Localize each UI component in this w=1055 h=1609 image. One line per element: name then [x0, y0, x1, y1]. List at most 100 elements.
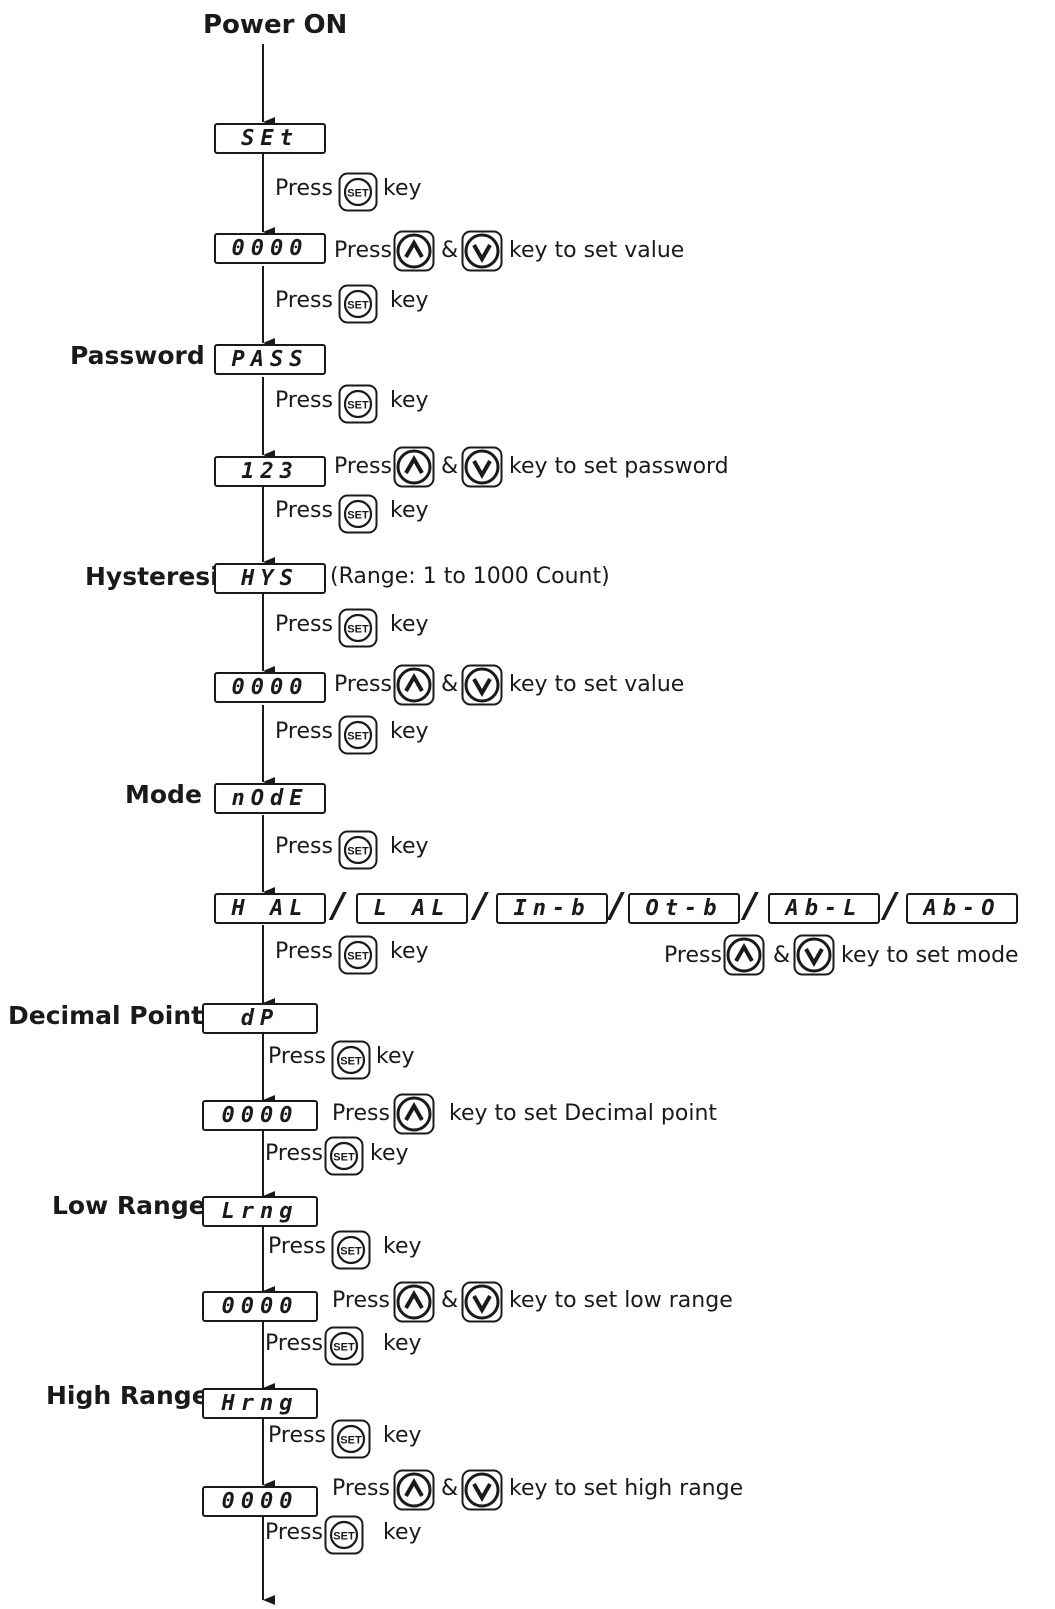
- down-key-icon: [793, 934, 835, 980]
- set-mode-text: key to set mode: [841, 943, 1019, 968]
- high-range-label: High Range: [46, 1381, 209, 1410]
- press-text: Press: [332, 1101, 390, 1126]
- set-key-icon: SET: [331, 1040, 371, 1084]
- down-key-icon: [461, 446, 503, 492]
- up-key-icon: [393, 446, 435, 492]
- press-text: Press: [275, 176, 333, 201]
- up-key-icon: [393, 1093, 435, 1139]
- display-dp: dP: [202, 1003, 318, 1034]
- up-key-icon: [393, 664, 435, 710]
- svg-text:SET: SET: [347, 300, 369, 312]
- display-value-1: 0000: [214, 233, 326, 264]
- svg-text:SET: SET: [347, 846, 369, 858]
- mode-label: Mode: [125, 780, 202, 809]
- key-text: key: [383, 1331, 422, 1356]
- down-key-icon: [461, 1469, 503, 1515]
- key-text: key: [376, 1044, 415, 1069]
- display-value-dp: 0000: [202, 1100, 318, 1131]
- press-text: Press: [275, 388, 333, 413]
- slash: /: [884, 886, 897, 926]
- set-key-icon: SET: [324, 1136, 364, 1180]
- set-key-icon: SET: [338, 935, 378, 979]
- display-password-value: 123: [214, 456, 326, 487]
- set-decimal-text: key to set Decimal point: [449, 1101, 718, 1126]
- amp-text: &: [441, 238, 459, 263]
- svg-text:SET: SET: [340, 1056, 362, 1068]
- svg-text:SET: SET: [340, 1435, 362, 1447]
- up-key-icon: [393, 1281, 435, 1327]
- press-text: Press: [265, 1141, 323, 1166]
- key-text: key: [383, 1234, 422, 1259]
- set-key-icon: SET: [331, 1419, 371, 1463]
- display-value-2: 0000: [214, 672, 326, 703]
- slash: /: [474, 886, 487, 926]
- press-text: Press: [275, 288, 333, 313]
- up-key-icon: [723, 934, 765, 980]
- set-key-icon: SET: [324, 1326, 364, 1370]
- display-value-low: 0000: [202, 1291, 318, 1322]
- slash: /: [610, 886, 623, 926]
- press-text: Press: [275, 498, 333, 523]
- display-pass: PASS: [214, 344, 326, 375]
- password-label: Password: [70, 341, 205, 370]
- slash: /: [744, 886, 757, 926]
- key-text: key: [390, 719, 429, 744]
- press-text: Press: [332, 1288, 390, 1313]
- press-text: Press: [334, 454, 392, 479]
- press-text: Press: [265, 1331, 323, 1356]
- display-mode: nOdE: [214, 783, 326, 814]
- range-note: (Range: 1 to 1000 Count): [330, 564, 610, 589]
- power-on-label: Power ON: [203, 10, 348, 40]
- amp-text: &: [441, 454, 459, 479]
- set-key-icon: SET: [338, 715, 378, 759]
- press-text: Press: [268, 1044, 326, 1069]
- set-key-icon: SET: [338, 172, 378, 216]
- key-text: key: [390, 834, 429, 859]
- set-key-icon: SET: [331, 1230, 371, 1274]
- amp-text: &: [441, 1288, 459, 1313]
- set-high-text: key to set high range: [509, 1476, 744, 1501]
- key-text: key: [390, 939, 429, 964]
- press-text: Press: [275, 612, 333, 637]
- svg-text:SET: SET: [347, 731, 369, 743]
- display-hrng: Hrng: [202, 1388, 318, 1419]
- set-key-icon: SET: [324, 1515, 364, 1559]
- low-range-label: Low Range: [52, 1191, 206, 1220]
- mode-option-hal: H AL: [214, 893, 326, 924]
- svg-text:SET: SET: [340, 1246, 362, 1258]
- set-key-icon: SET: [338, 494, 378, 538]
- set-low-text: key to set low range: [509, 1288, 733, 1313]
- press-text: Press: [268, 1423, 326, 1448]
- set-key-icon: SET: [338, 830, 378, 874]
- press-text: Press: [268, 1234, 326, 1259]
- press-text: Press: [664, 943, 722, 968]
- hysteresis-label: Hysteresis: [85, 562, 234, 591]
- set-key-icon: SET: [338, 384, 378, 428]
- amp-text: &: [773, 943, 791, 968]
- mode-option-abl: Ab-L: [768, 893, 880, 924]
- key-text: key: [390, 498, 429, 523]
- svg-text:SET: SET: [347, 188, 369, 200]
- press-text: Press: [334, 672, 392, 697]
- up-key-icon: [393, 230, 435, 276]
- svg-text:SET: SET: [333, 1342, 355, 1354]
- down-key-icon: [461, 1281, 503, 1327]
- svg-text:SET: SET: [333, 1531, 355, 1543]
- svg-text:SET: SET: [347, 951, 369, 963]
- svg-text:SET: SET: [333, 1152, 355, 1164]
- set-value-text: key to set value: [509, 672, 685, 697]
- svg-text:SET: SET: [347, 400, 369, 412]
- decimal-point-label: Decimal Point: [8, 1001, 204, 1030]
- press-text: Press: [275, 834, 333, 859]
- press-text: Press: [275, 719, 333, 744]
- mode-option-abo: Ab-O: [906, 893, 1018, 924]
- key-text: key: [390, 288, 429, 313]
- display-value-high: 0000: [202, 1486, 318, 1517]
- set-key-icon: SET: [338, 284, 378, 328]
- key-text: key: [383, 1423, 422, 1448]
- set-key-icon: SET: [338, 608, 378, 652]
- key-text: key: [383, 1520, 422, 1545]
- slash: /: [332, 886, 345, 926]
